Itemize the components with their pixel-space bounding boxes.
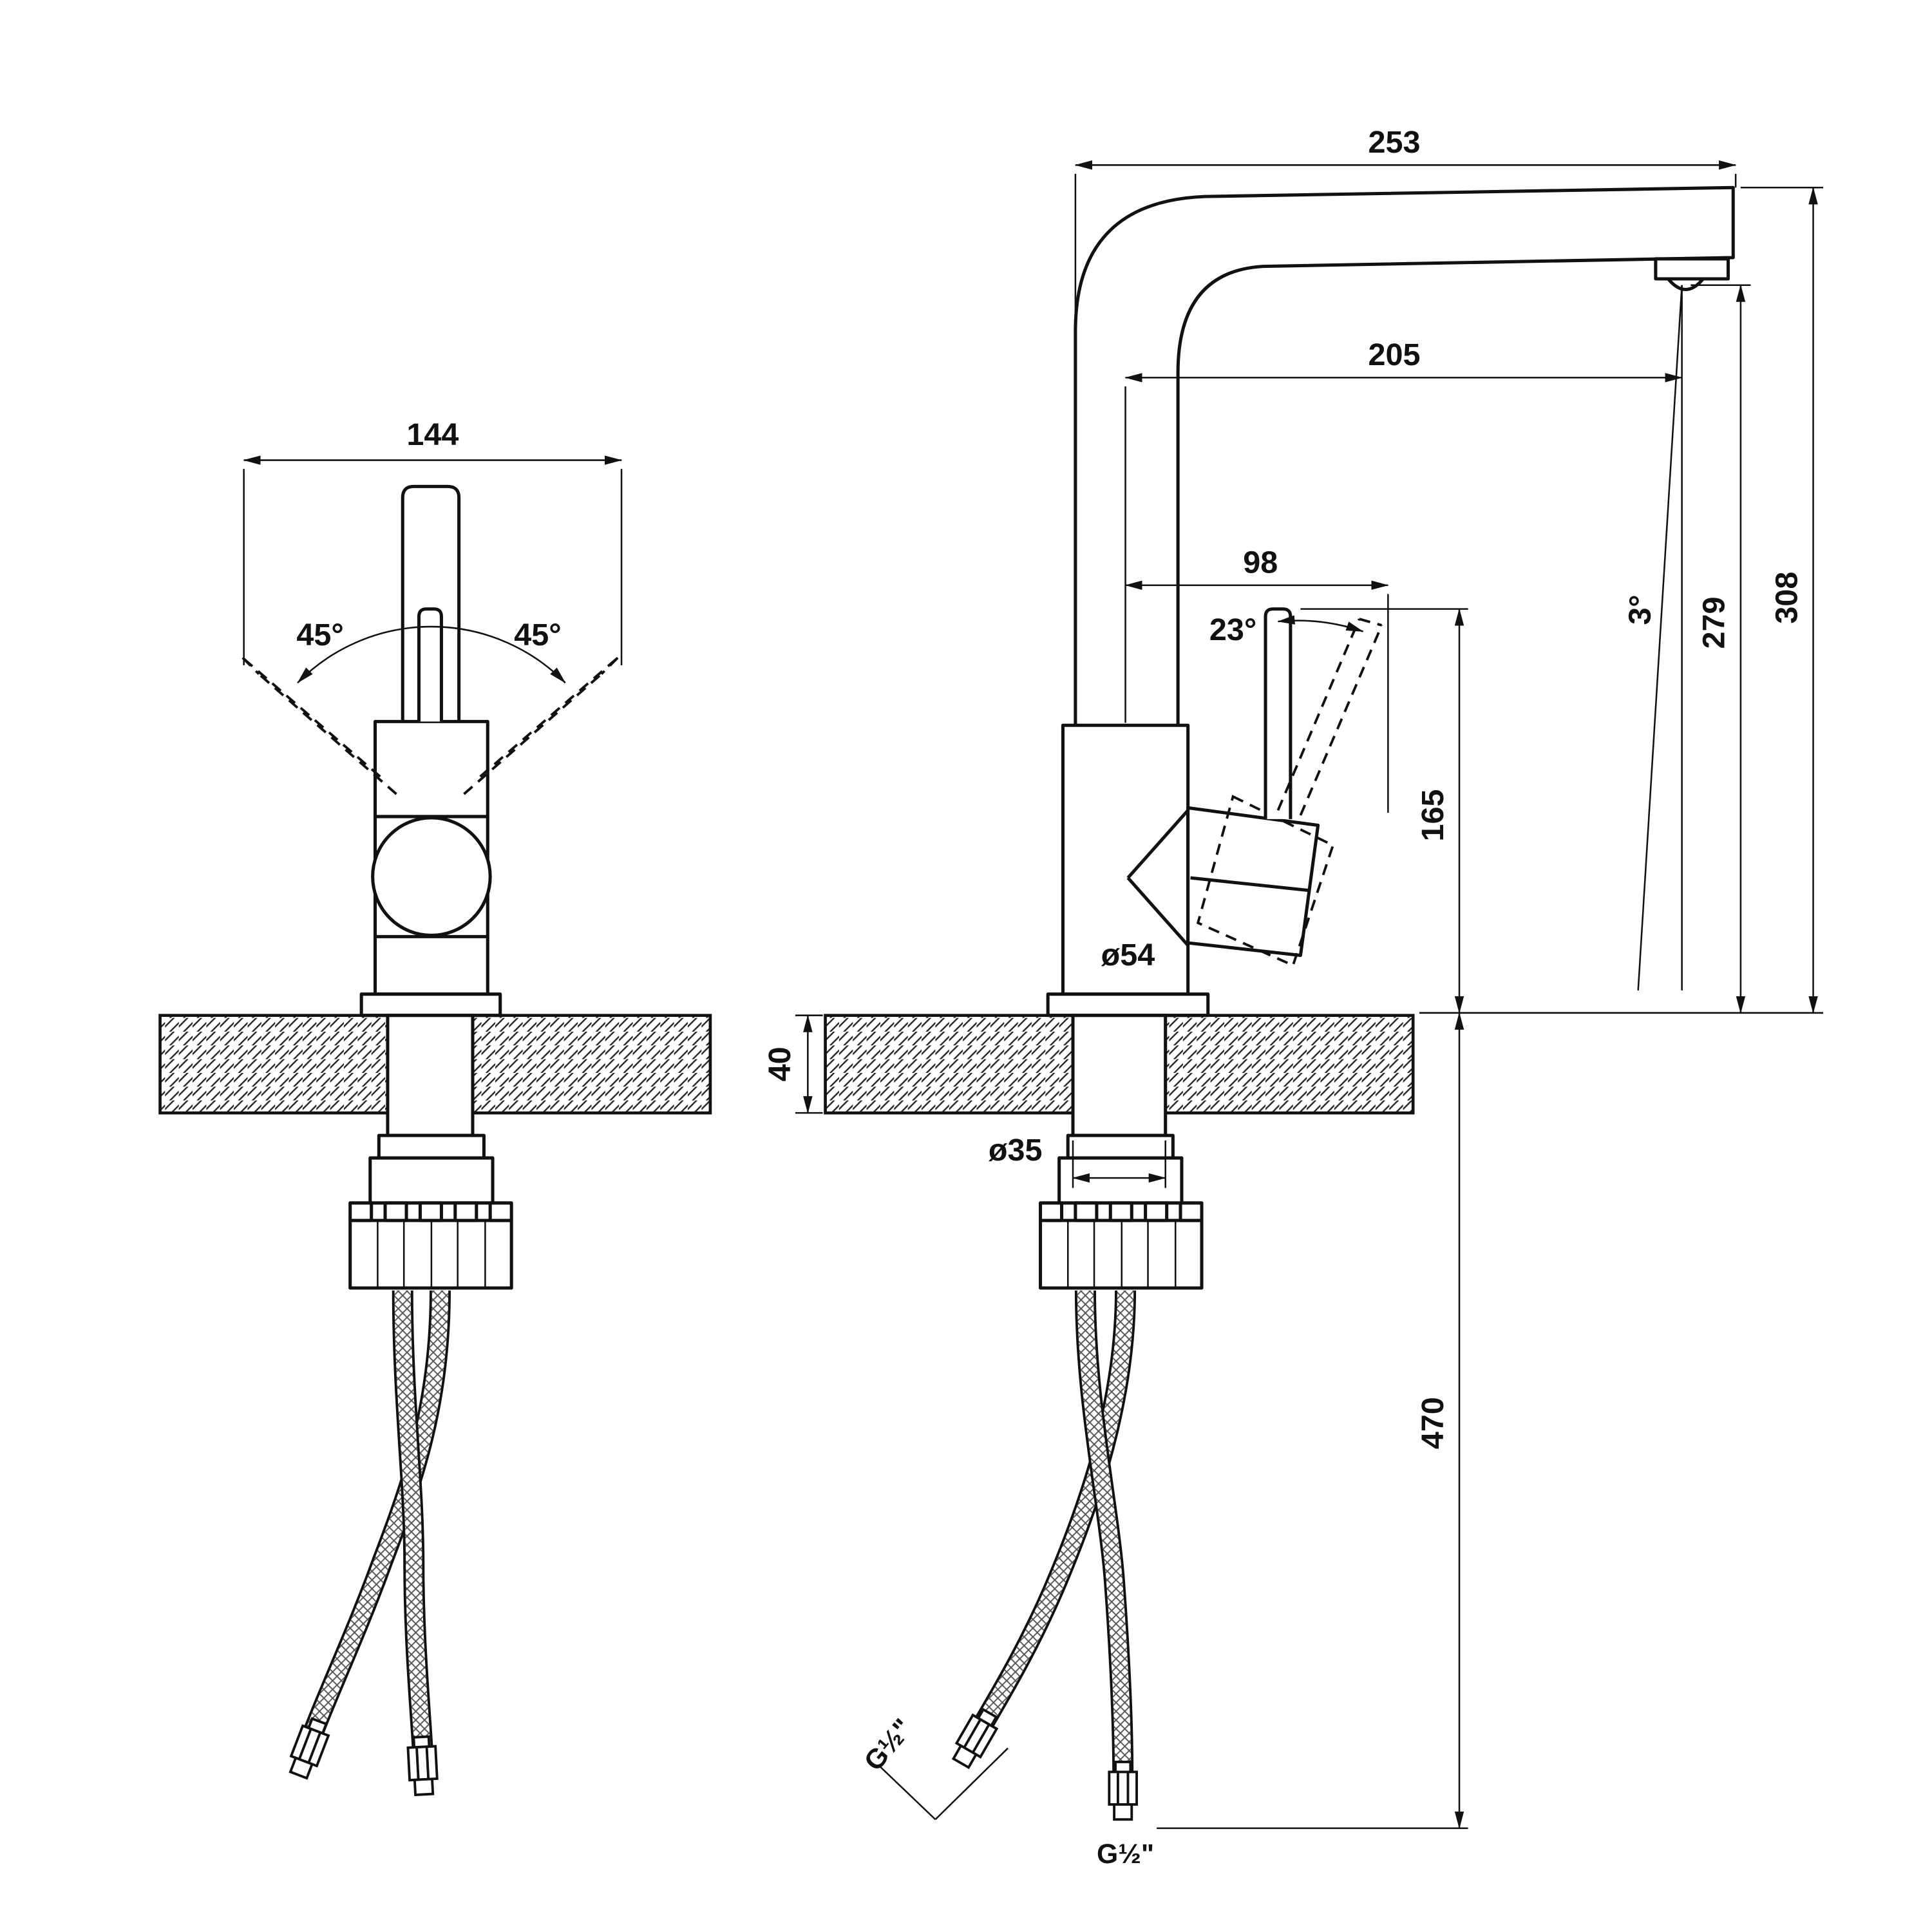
front-handle-lever — [417, 607, 443, 722]
side-dim-handle-reach: 98 — [1124, 545, 1389, 813]
side-joint-cone — [1126, 809, 1189, 947]
dim-label-handle-reach: 98 — [1243, 545, 1278, 580]
dim-label-swing-left: 45° — [296, 618, 343, 652]
side-dim-handle-height: 165 — [1300, 608, 1468, 1014]
side-dim-spout-reach: 205 — [1124, 285, 1683, 990]
side-dim-spout-height: 279 — [1690, 284, 1751, 1014]
front-dim-width: 144 — [243, 417, 623, 666]
side-aerator-cap — [1666, 277, 1705, 291]
front-swing-arc — [297, 625, 566, 684]
side-body — [1061, 723, 1190, 996]
dim-label-handle-height: 165 — [1416, 790, 1450, 842]
dim-label-counter-thickness: 40 — [762, 1046, 797, 1081]
side-mount-plate — [1057, 1156, 1184, 1205]
dim-label-handle-angle: 23° — [1209, 612, 1256, 647]
dim-label-spout-angle: 3° — [1622, 594, 1658, 625]
side-handle-boss-alt-dashed — [1196, 795, 1335, 967]
side-dim-spout-overall: 253 — [1074, 125, 1737, 313]
side-hose-fitting-left — [951, 1707, 999, 1770]
front-hose-fitting-left — [289, 1717, 330, 1780]
front-hose-right — [392, 1290, 433, 1752]
front-handle-swing-right-dashed — [463, 656, 619, 795]
side-aerator — [1654, 257, 1730, 281]
side-dim-hole-diameter: ø35 — [989, 1133, 1166, 1188]
side-mount-washer — [1066, 1133, 1175, 1160]
label-fitting-bottom: G½" — [1097, 1839, 1154, 1870]
side-base-flange — [1046, 992, 1210, 1018]
front-countertop-left — [158, 1014, 390, 1115]
dim-label-hose-length: 470 — [1416, 1397, 1450, 1449]
side-hose-right — [1074, 1290, 1134, 1776]
front-spout-tube — [401, 484, 461, 722]
side-handle-boss — [1186, 806, 1320, 958]
side-spout-tilt: 3° — [1622, 285, 1683, 990]
side-mount-shank — [1071, 1014, 1168, 1137]
side-handle-lever — [1264, 607, 1293, 819]
side-countertop-left — [824, 1014, 1075, 1115]
front-mount-washer — [377, 1133, 486, 1160]
side-handle-tilt-arc — [1277, 615, 1364, 632]
label-fitting-angled: G½" — [858, 1713, 919, 1777]
side-handle-tilt-dashed — [1276, 618, 1383, 816]
front-mount-nut — [348, 1201, 513, 1290]
front-hose-left — [303, 1290, 451, 1735]
front-mount-plate — [368, 1156, 495, 1205]
dim-label-width: 144 — [406, 417, 459, 452]
front-mount-shank — [386, 1014, 475, 1137]
side-countertop-right — [1164, 1014, 1415, 1115]
front-view: 144 45° 45° — [158, 417, 712, 1797]
side-hose-left — [970, 1290, 1137, 1736]
front-hose-fitting-right — [406, 1735, 439, 1797]
dim-label-hole-diameter: ø35 — [989, 1133, 1043, 1168]
side-handle-boss-line — [1190, 876, 1309, 893]
front-swivel-ball — [371, 816, 492, 937]
dim-label-spout-reach: 205 — [1368, 337, 1421, 372]
dim-label-overall-height: 308 — [1769, 572, 1804, 624]
side-hose-fitting-bottom — [1108, 1760, 1138, 1821]
side-mount-nut — [1039, 1201, 1204, 1290]
front-countertop-right — [471, 1014, 712, 1115]
dim-label-spout-overall: 253 — [1368, 125, 1421, 160]
dim-label-swing-right: 45° — [514, 618, 561, 652]
side-spout — [1074, 185, 1735, 726]
side-dim-hose-length: 470 — [1157, 1012, 1468, 1830]
dim-label-spout-height: 279 — [1697, 596, 1732, 649]
side-dim-counter-thickness: 40 — [762, 1014, 823, 1114]
side-fitting-leader-lines — [878, 1747, 1009, 1821]
side-dim-overall-height: 308 — [1419, 187, 1824, 1014]
side-view: 253 205 98 23° 3° 308 — [762, 125, 1824, 1870]
front-base-flange — [359, 992, 502, 1018]
dim-label-body-diameter: ø54 — [1101, 938, 1155, 972]
front-handle-swing-left-dashed — [242, 656, 397, 795]
